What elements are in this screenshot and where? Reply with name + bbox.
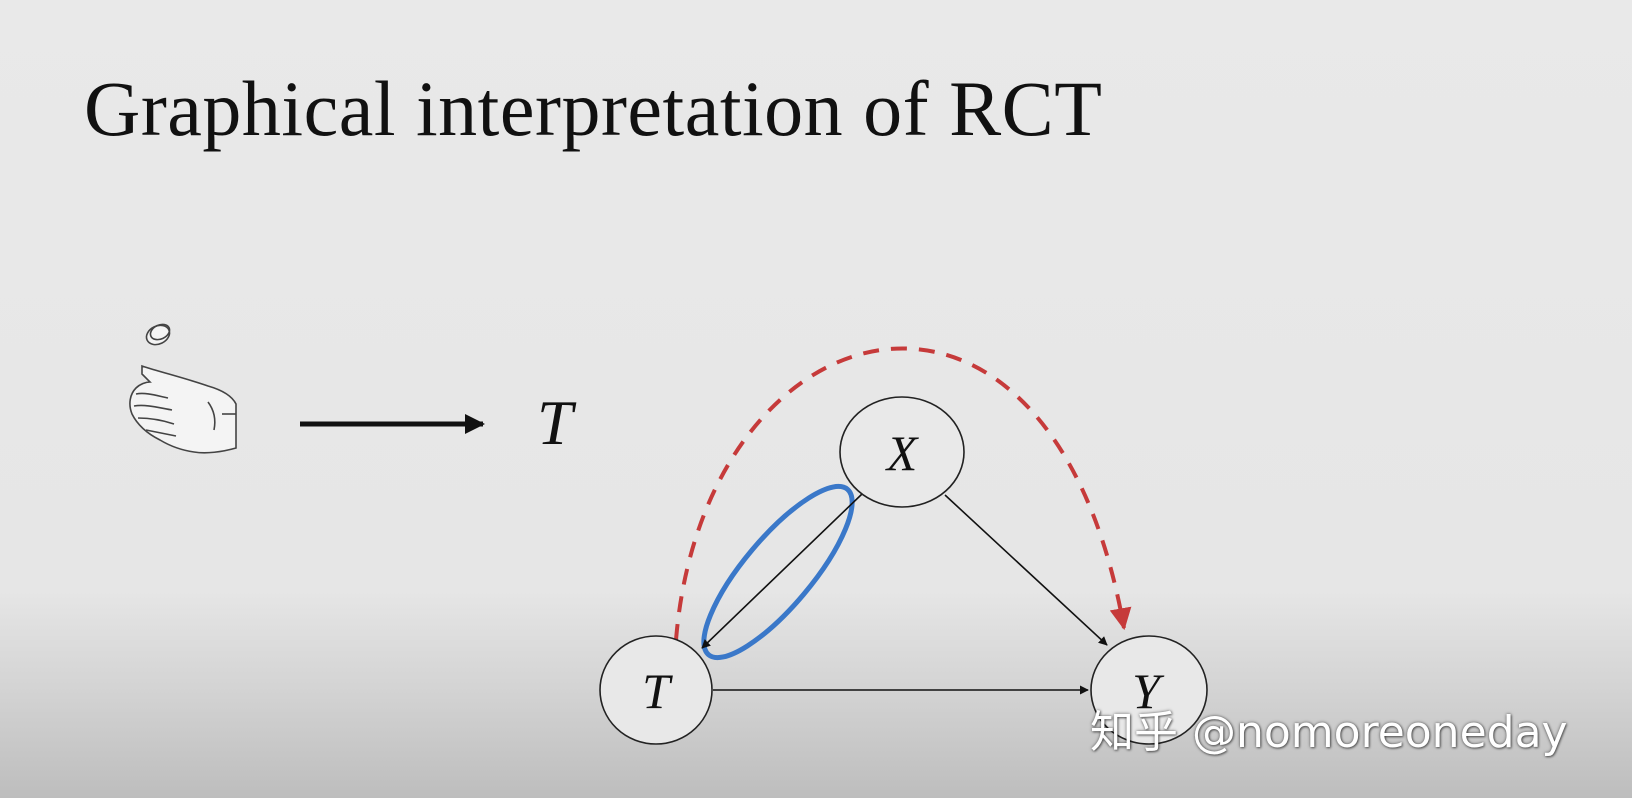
node-t-label: T [642, 663, 673, 719]
edge-x-to-t [701, 493, 863, 649]
watermark: 知乎 @nomoreoneday [1090, 707, 1568, 758]
edge-t-to-y-dashed [674, 346, 1132, 641]
node-t: T [599, 635, 713, 745]
node-y: Y [1090, 635, 1208, 745]
slide-title: Graphical interpretation of RCT [84, 65, 1103, 152]
edge-x-to-y [944, 494, 1108, 646]
coin-flip-hand-icon [129, 323, 237, 454]
node-x: X [839, 396, 965, 508]
treatment-label: T [537, 387, 577, 458]
node-x-label: X [885, 425, 920, 481]
highlight-ellipse [701, 483, 855, 661]
node-y-label: Y [1132, 663, 1165, 719]
